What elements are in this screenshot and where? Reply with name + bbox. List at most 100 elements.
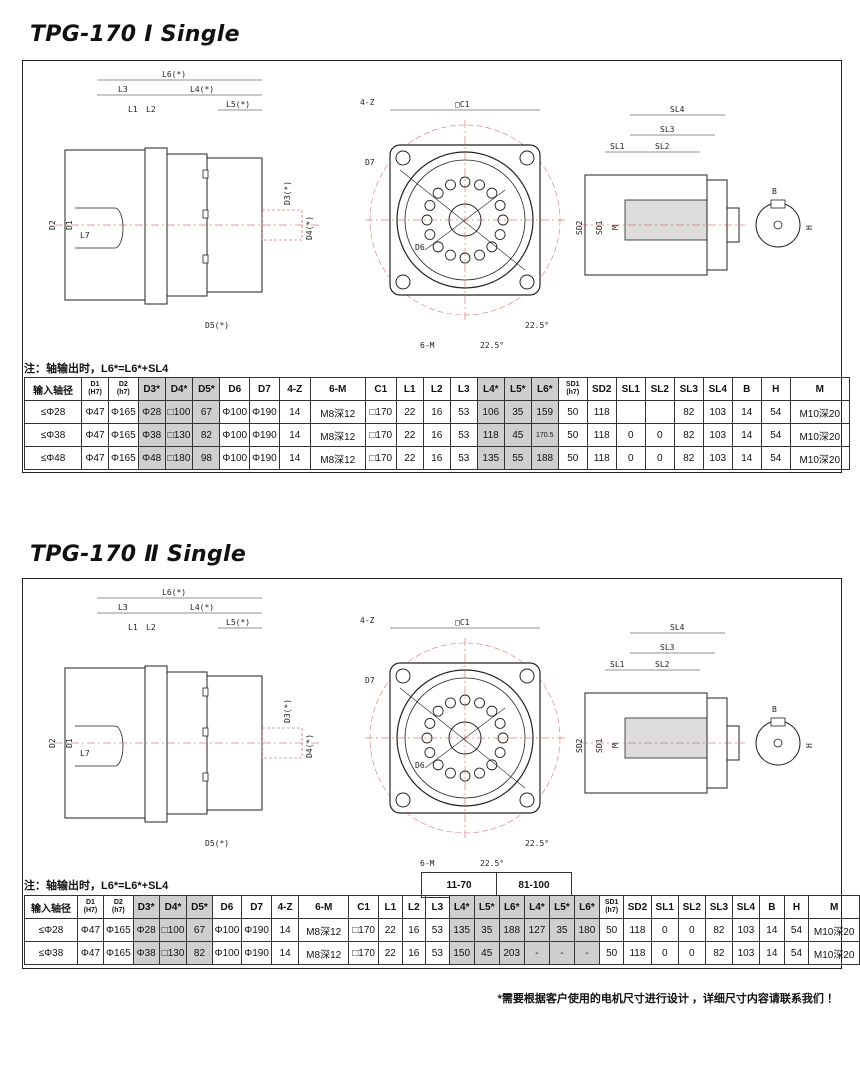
dimension-label: B <box>772 187 777 196</box>
dimension-label: D1 <box>65 738 74 748</box>
dimension-label: D6 <box>415 243 425 252</box>
table-cell: 127 <box>523 918 551 942</box>
tap-hole <box>773 220 783 230</box>
header-cell: B <box>759 895 785 919</box>
table-cell: 118 <box>586 423 617 447</box>
dimension-label: □C1 <box>455 100 470 109</box>
dimension-label: L5(*) <box>226 618 250 627</box>
dimension-label: SL4 <box>670 623 685 632</box>
table-cell: 82 <box>186 941 213 965</box>
mount-hole <box>395 668 411 684</box>
table-cell: 35 <box>549 918 575 942</box>
dimension-label: SL3 <box>660 125 675 134</box>
dimension-label: SD1 <box>595 738 604 753</box>
table-cell: 0 <box>677 941 706 965</box>
header-cell: H <box>760 377 791 401</box>
dimension-label: L2 <box>146 105 156 114</box>
table-cell: ≤Φ48 <box>24 446 82 470</box>
dimension-label: 22.5° <box>480 341 504 350</box>
header-cell: D7 <box>249 377 280 401</box>
table-cell: 0 <box>650 941 679 965</box>
header-cell: 4-Z <box>270 895 300 919</box>
header-cell: L4* <box>523 895 551 919</box>
table-cell: M10深20 <box>789 446 850 470</box>
bolt-hole <box>424 747 436 758</box>
table-cell: Φ165 <box>108 400 139 424</box>
bolt-hole <box>432 241 444 253</box>
table-cell: 14 <box>278 446 311 470</box>
table-cell: 45 <box>503 423 532 447</box>
dimension-label: 22.5° <box>525 839 549 848</box>
table-cell: 135 <box>476 446 505 470</box>
bolt-hole <box>474 179 485 191</box>
header-cell: 6-M <box>309 377 366 401</box>
section-2-frame <box>22 578 842 969</box>
mount-hole <box>519 274 535 290</box>
header-cell: B <box>731 377 762 401</box>
table-cell: ≤Φ28 <box>24 400 82 424</box>
group-header-cell: 81-100 <box>496 872 572 898</box>
table-cell: 22 <box>395 400 424 424</box>
table-cell: 118 <box>623 918 652 942</box>
d6-leader <box>424 189 506 251</box>
table-cell: - <box>549 941 575 965</box>
bolt-hole <box>486 705 498 717</box>
header-cell: C1 <box>348 895 380 919</box>
dimension-label: D5(*) <box>205 839 229 848</box>
header-cell: SL3 <box>673 377 704 401</box>
table-cell: 16 <box>422 446 451 470</box>
table-cell: 22 <box>395 446 424 470</box>
bolt-hole <box>445 767 456 779</box>
mount-hole <box>519 150 535 166</box>
table-cell: 0 <box>615 446 646 470</box>
dimension-label: L4(*) <box>190 603 214 612</box>
table-cell: 0 <box>644 423 675 447</box>
key <box>770 717 786 727</box>
header-cell: L6* <box>530 377 559 401</box>
table-cell: 16 <box>422 423 451 447</box>
table-cell: Φ190 <box>249 446 280 470</box>
table-cell: Φ100 <box>219 423 251 447</box>
bolt-hole <box>474 697 485 709</box>
dimension-label: D3(*) <box>283 181 292 205</box>
dimension-label: D4(*) <box>305 734 314 758</box>
dimension-label: D7 <box>365 676 375 685</box>
bolt-hole <box>432 759 444 771</box>
table-cell: Φ38 <box>137 423 166 447</box>
dimension-label: SL1 <box>610 142 625 151</box>
adapter-plate <box>144 147 168 305</box>
bolt-hole <box>494 200 506 211</box>
dimension-label: 6-M <box>420 341 435 350</box>
dimension-label: H <box>805 743 814 748</box>
tap-hole <box>773 738 783 748</box>
table-cell: 50 <box>599 918 625 942</box>
section-1-note: 注：轴输出时，L6*=L6*+SL4 <box>24 363 169 375</box>
table-cell: 82 <box>673 400 704 424</box>
section-2-note: 注：轴输出时，L6*=L6*+SL4 <box>24 880 169 892</box>
bolt-hole <box>432 705 444 717</box>
table-cell: 14 <box>270 941 300 965</box>
table-cell: 82 <box>704 918 733 942</box>
dimension-label: 6-M <box>420 859 435 868</box>
bolt-hole <box>445 697 456 709</box>
bolt <box>202 772 209 782</box>
table-cell: - <box>523 941 551 965</box>
dimension-label: M <box>611 743 620 748</box>
table-cell: 103 <box>702 400 733 424</box>
header-cell: L3 <box>425 895 450 919</box>
dimension-label: L1 <box>128 105 138 114</box>
header-cell: D5* <box>192 377 221 401</box>
header-cell: 输入轴径 <box>24 377 82 401</box>
dimension-label: D3(*) <box>283 699 292 723</box>
table-cell: Φ165 <box>102 918 134 942</box>
table-cell: M10深20 <box>789 423 850 447</box>
table-cell: 50 <box>599 941 625 965</box>
table-cell: Φ190 <box>241 941 272 965</box>
dimension-label: L7 <box>80 231 90 240</box>
bolt-hole <box>494 718 506 729</box>
header-cell: D1(H7) <box>76 895 104 919</box>
dimension-label: 4-Z <box>360 98 375 107</box>
table-cell: 188 <box>498 918 525 942</box>
